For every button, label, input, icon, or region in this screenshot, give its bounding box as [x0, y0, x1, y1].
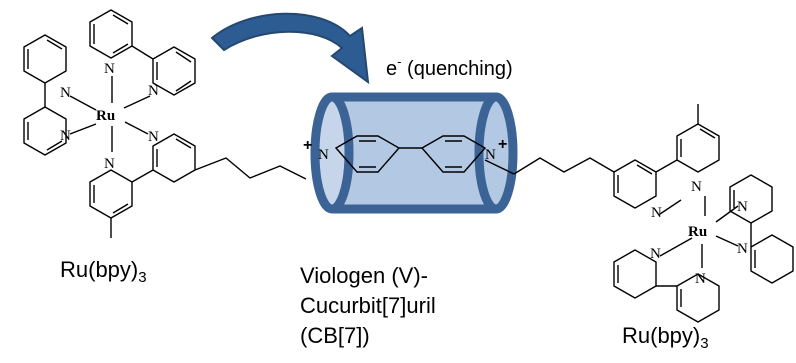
- right-n-bottom: N: [695, 271, 706, 287]
- left-top-pyridine-b: [152, 46, 196, 96]
- left-top-pyridine-a: [89, 9, 133, 59]
- electron-charge: -: [397, 54, 402, 69]
- right-n-left-lower: N: [650, 246, 661, 262]
- left-lower-pyridine-b: [152, 133, 196, 183]
- left-lower-pyridine-a: [89, 169, 133, 219]
- right-side-pyridine-b: [750, 234, 794, 284]
- atom-labels: N N N N N N Ru + N N + N N N N N N Ru: [60, 61, 748, 287]
- left-alkyl-linker: [194, 157, 307, 180]
- right-alkyl-linker: [513, 157, 615, 175]
- right-n-top: N: [691, 179, 702, 195]
- left-upper-pyridine-b: [23, 106, 67, 156]
- left-upper-pyridine-a: [23, 34, 67, 84]
- left-complex-sub: 3: [138, 269, 147, 286]
- right-complex-main: Ru(bpy): [622, 323, 701, 348]
- right-lower-pyridine-b: [676, 273, 720, 323]
- electron-symbol: e: [386, 58, 398, 80]
- right-upper-pyridine-a: [613, 159, 657, 209]
- caption-line-1: Viologen (V)-: [300, 263, 428, 288]
- left-n-left-upper: N: [60, 85, 71, 101]
- left-n-bottom: N: [104, 156, 115, 172]
- cylinder-right-end: [474, 92, 518, 214]
- caption-line-2: Cucurbit[7]uril: [300, 293, 436, 318]
- left-complex-main: Ru(bpy): [60, 257, 139, 282]
- right-upper-pyridine-b: [676, 123, 720, 173]
- left-n-left-lower: N: [60, 128, 71, 144]
- quenching-text: (quenching): [407, 58, 513, 80]
- right-n-left-upper: N: [651, 205, 662, 221]
- curved-electron-arrow: [210, 12, 370, 85]
- electron-quenching-label: e- (quenching): [386, 55, 513, 81]
- viologen-n-left: N: [318, 147, 329, 163]
- viologen-caption: Viologen (V)- Cucurbit[7]uril (CB[7]): [300, 261, 436, 351]
- right-ru-atom: Ru: [688, 224, 707, 240]
- right-pyridinium-charge: +: [498, 136, 507, 153]
- left-ru-atom: Ru: [96, 108, 115, 124]
- caption-line-3: (CB[7]): [300, 323, 370, 348]
- viologen: [334, 135, 515, 175]
- left-pyridinium-charge: +: [303, 137, 312, 154]
- left-n-top: N: [104, 61, 115, 77]
- right-n-right-lower: N: [737, 241, 748, 257]
- left-n-top-right: N: [148, 83, 159, 99]
- viologen-n-right: N: [485, 147, 496, 163]
- right-complex-sub: 3: [700, 335, 709, 352]
- right-ru-complex: [513, 104, 794, 323]
- left-complex-label: Ru(bpy)3: [60, 257, 147, 286]
- cylinder-left-end: [310, 92, 354, 214]
- right-n-right-upper: N: [737, 199, 748, 215]
- left-n-bottom-right: N: [148, 129, 159, 145]
- right-complex-label: Ru(bpy)3: [622, 323, 709, 352]
- left-ru-complex: [23, 9, 307, 238]
- viologen-ring-right: [420, 135, 487, 173]
- cucurbituril-cylinder: [310, 92, 518, 214]
- cylinder-body: [332, 97, 496, 209]
